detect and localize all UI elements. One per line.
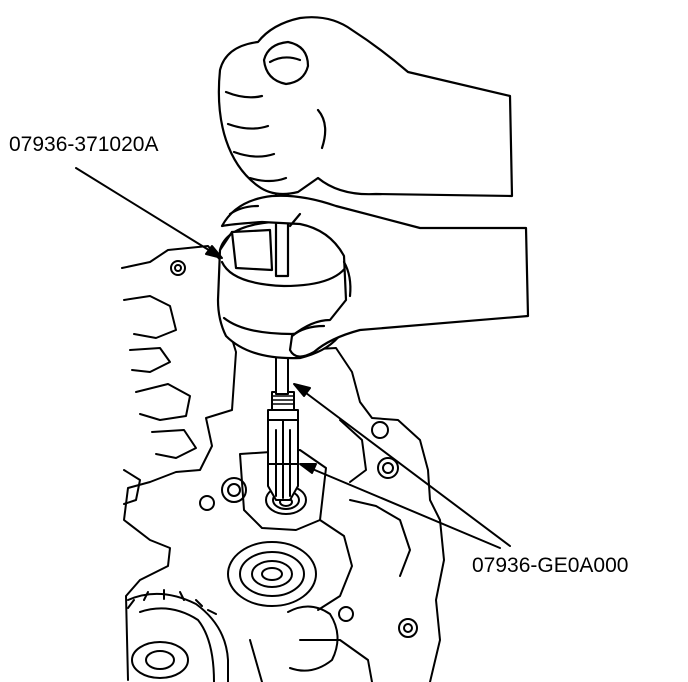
tool-label-slide-hammer: 07936-371020A [9, 133, 159, 156]
tool-label-remover: 07936-GE0A000 [472, 554, 629, 577]
transmission-housing [121, 245, 445, 682]
leader-lines [75, 167, 511, 549]
remover-attachment [267, 391, 299, 501]
lower-hand [220, 194, 530, 358]
upper-hand [217, 16, 514, 198]
